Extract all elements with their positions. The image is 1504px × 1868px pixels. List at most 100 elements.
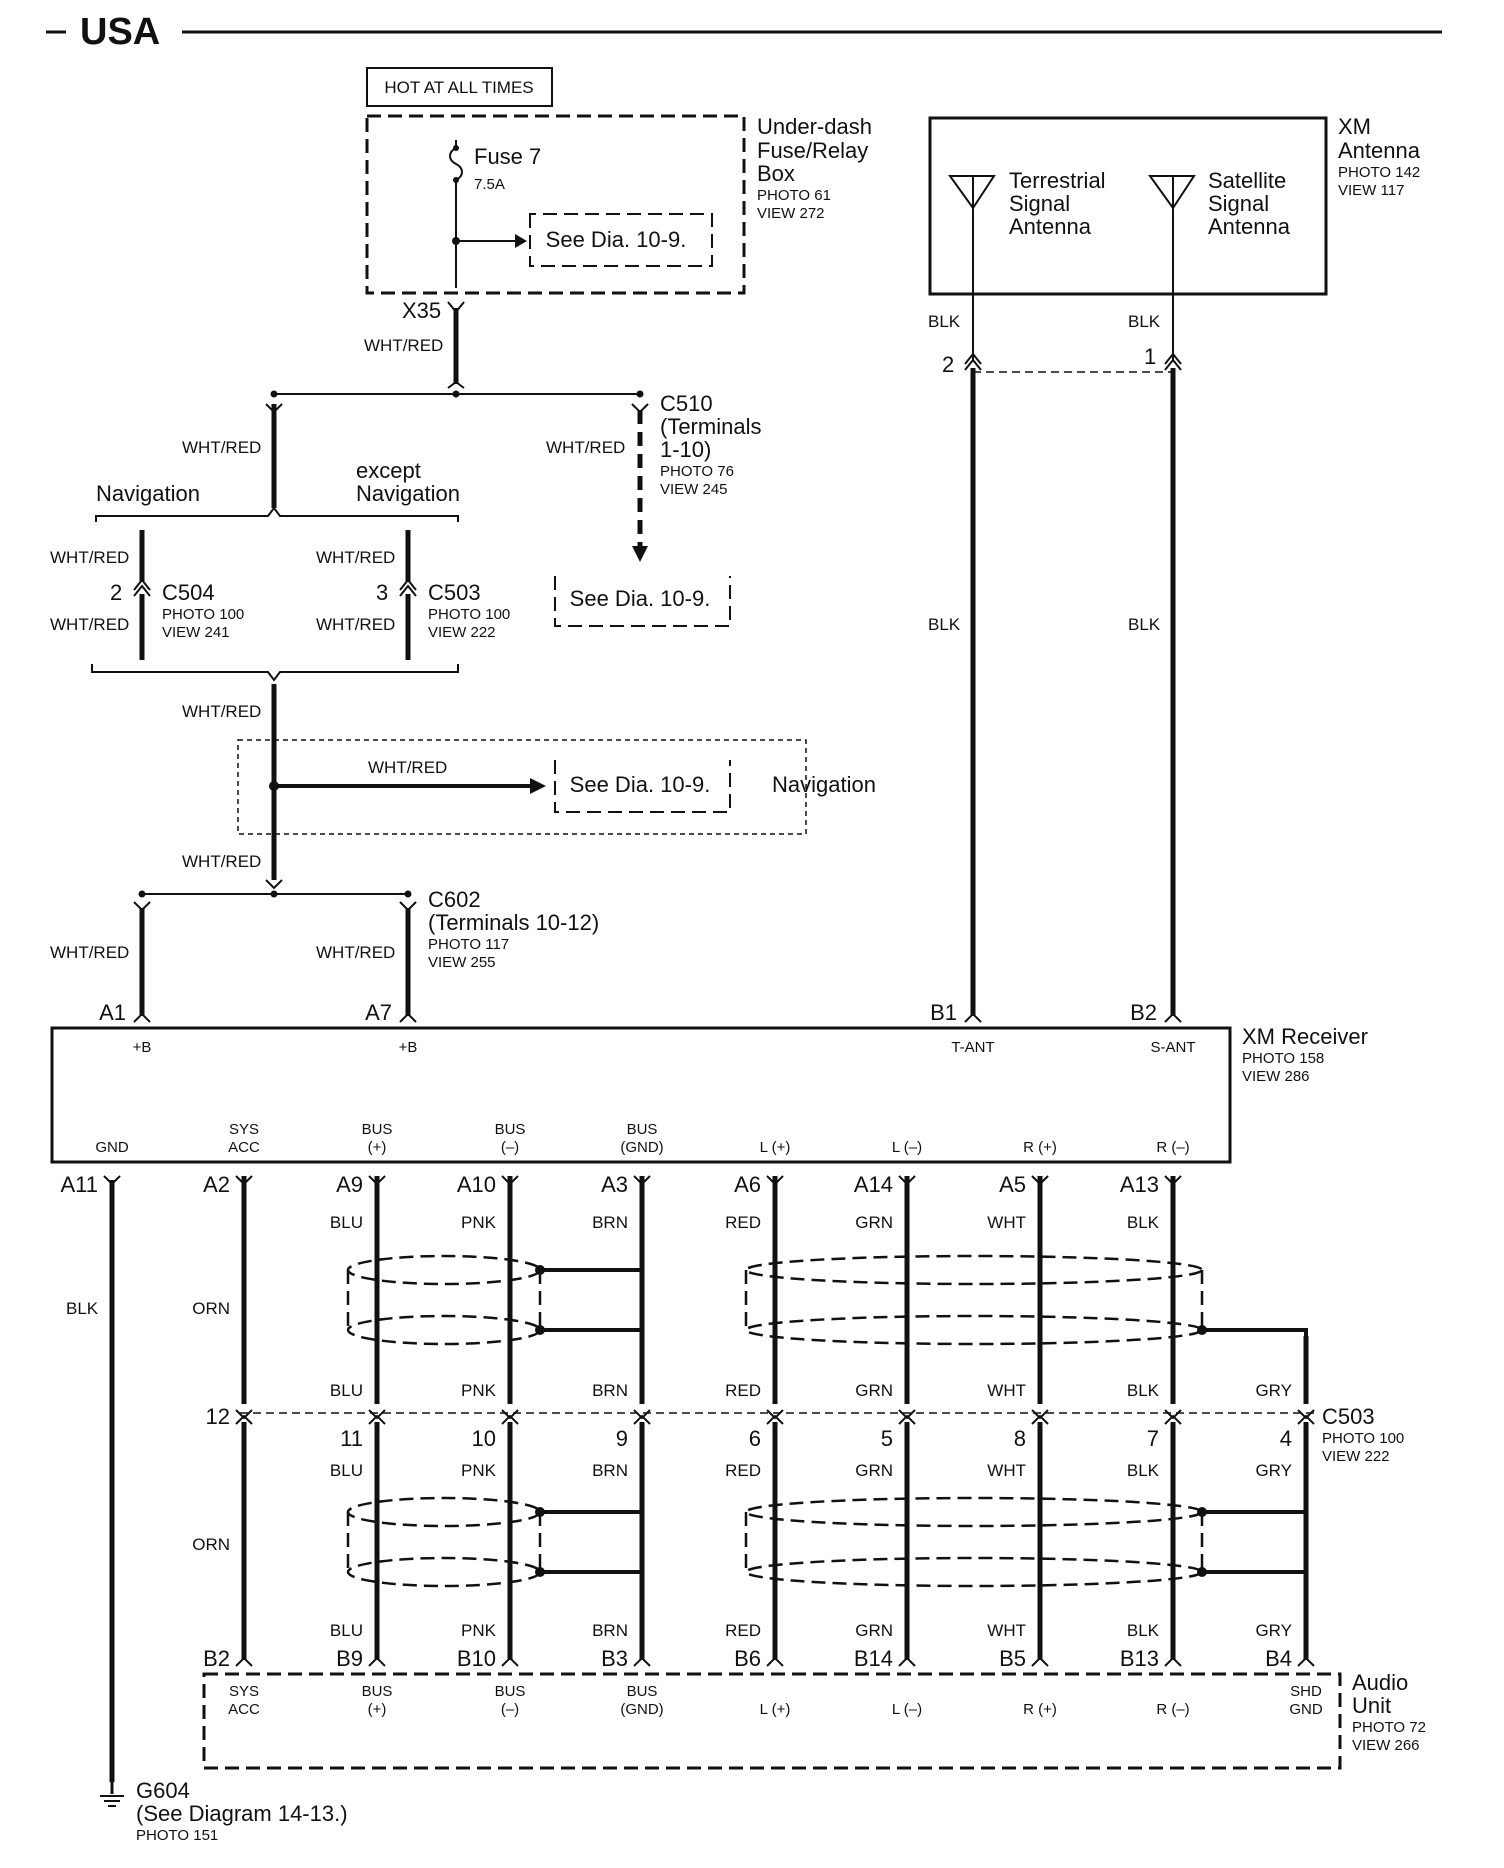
c503-lower-view: VIEW 222 [1322,1448,1390,1465]
wire-color-label: RED [725,1381,761,1400]
audio-pin-label: ACC [228,1701,260,1718]
wire-color-label: BLK [1127,1461,1160,1480]
x35-terminal: X35 [402,298,441,323]
shield-ellipse [744,1254,1204,1286]
xm-antenna-name-1: XM [1338,114,1371,139]
audio-pin-b14: B14 [854,1646,893,1671]
wire-color-label: WHT/RED [316,548,395,567]
antenna-icon [948,175,996,210]
audio-pin-label: BUS [627,1683,658,1700]
audio-pin-label: L (–) [892,1701,922,1718]
xm-pin-label: BUS [627,1121,658,1138]
wire-color-label: GRN [855,1621,893,1640]
wire-color-label: GRY [1255,1621,1292,1640]
c503-terminal [1297,1409,1315,1425]
c503-top-pin: 3 [376,580,388,605]
shield-ellipse [744,1314,1204,1346]
xm-antenna-name-2: Antenna [1338,138,1421,163]
satellite-3: Antenna [1208,214,1291,239]
audio-pin-b3: B3 [601,1646,628,1671]
wire-color-label: BLU [330,1621,363,1640]
fuse-box-view: VIEW 272 [757,205,825,222]
audio-pin-label: GND [1289,1701,1323,1718]
c510-line-2: 1-10) [660,437,711,462]
c510-view: VIEW 245 [660,481,728,498]
c602-split: WHT/RED WHT/RED C602 (Terminals 10-12) P… [50,879,599,1023]
wire-color-label: BRN [592,1621,628,1640]
ground-g604: G604 (See Diagram 14-13.) PHOTO 151 [100,1778,348,1844]
wire-color-label: PNK [461,1461,497,1480]
xm-pin-a13: A13 [1120,1172,1159,1197]
fuse-name: Fuse 7 [474,144,541,169]
wire-color-label: RED [725,1621,761,1640]
fuse-icon [449,140,463,186]
antenna-pin-2: 2 [942,352,954,377]
audio-pin-label: SHD [1290,1683,1322,1700]
wire-color-label: WHT/RED [546,438,625,457]
xm-antenna: XM Antenna PHOTO 142 VIEW 117 Terrestria… [928,114,1421,1023]
antenna-pin-1: 1 [1144,344,1156,369]
wire-color-label: WHT/RED [316,615,395,634]
fuse-box-name-2: Fuse/Relay [757,138,868,163]
c510-name: C510 [660,391,713,416]
xm-pin-b2: B2 [1130,1000,1157,1025]
wire-color-label: BLK [66,1299,99,1318]
audio-pin-b4: B4 [1265,1646,1292,1671]
c602-name: C602 [428,887,481,912]
c602-photo: PHOTO 117 [428,936,509,953]
audio-pin-label: BUS [362,1683,393,1700]
c504-photo: PHOTO 100 [162,606,244,623]
wire-color-label: PNK [461,1621,497,1640]
c503-terminal [368,1409,386,1425]
except-label: except [356,458,421,483]
ground-icon [100,1782,124,1807]
wire-color-label: BLU [330,1381,363,1400]
xm-antenna-photo: PHOTO 142 [1338,164,1420,181]
audio-pin-label: (+) [368,1701,387,1718]
audio-unit-view: VIEW 266 [1352,1737,1420,1754]
nav-box-label: Navigation [772,772,876,797]
wire-color-label: WHT/RED [50,943,129,962]
wire-color-label: WHT/RED [316,943,395,962]
wire-color-label: PNK [461,1381,497,1400]
wire-color-label: WHT/RED [182,438,261,457]
ground-photo: PHOTO 151 [136,1827,218,1844]
c503-top-name: C503 [428,580,481,605]
wire-color-label: WHT/RED [364,336,443,355]
c503-terminal [633,1409,651,1425]
arrow-right-icon [515,234,527,248]
c503-pin-number: 4 [1280,1426,1292,1451]
wire-color-label: BLU [330,1461,363,1480]
audio-pin-b13: B13 [1120,1646,1159,1671]
xm-receiver-photo: PHOTO 158 [1242,1050,1324,1067]
navigation-options: Navigation except Navigation WHT/RED WHT… [50,458,510,880]
xm-pin-a1: A1 [99,1000,126,1025]
c503-pin-number: 12 [206,1404,230,1429]
wire-color-label: BLK [1128,312,1161,331]
c503-terminal [1031,1409,1049,1425]
wire-color-label: GRN [855,1381,893,1400]
audio-unit-photo: PHOTO 72 [1352,1719,1426,1736]
wire-color-label: BLK [1128,615,1161,634]
wire-color-label: GRN [855,1461,893,1480]
wire-color-label: WHT [987,1621,1026,1640]
xm-pin-a10: A10 [457,1172,496,1197]
hot-at-all-times-label: HOT AT ALL TIMES [384,78,533,97]
audio-pin-b10: B10 [457,1646,496,1671]
xm-antenna-view: VIEW 117 [1338,182,1404,199]
wire-color-label: BLK [1127,1381,1160,1400]
xm-pin-label: L (–) [892,1139,922,1156]
ground-see: (See Diagram 14-13.) [136,1801,348,1826]
xm-receiver-view: VIEW 286 [1242,1068,1310,1085]
wire-color-label: WHT/RED [50,615,129,634]
xm-pin-label: BUS [495,1121,526,1138]
wire-color-label: RED [725,1213,761,1232]
nav-see-dia: See Dia. 10-9. [570,772,711,797]
audio-unit-name-1: Audio [1352,1670,1408,1695]
wire-color-label: GRY [1255,1461,1292,1480]
arrow-right-icon [530,778,546,794]
region-title: USA [80,11,160,53]
audio-pin-label: L (+) [760,1701,791,1718]
wire-color-label: WHT/RED [368,758,447,777]
